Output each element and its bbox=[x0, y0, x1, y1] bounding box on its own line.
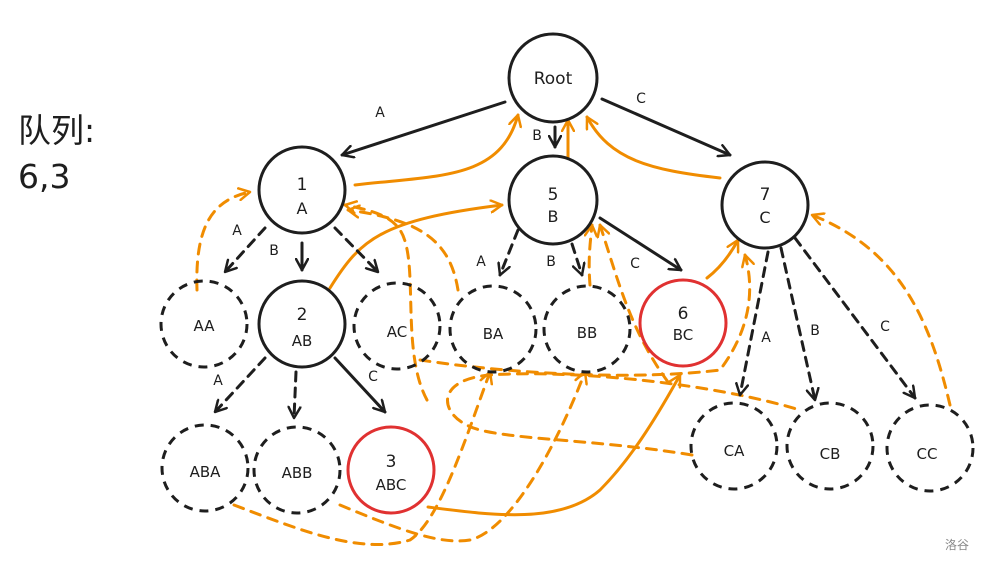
edge-label-1-AA: A bbox=[232, 223, 242, 239]
edge-2-3 bbox=[333, 356, 387, 414]
edge-1-AA bbox=[223, 226, 267, 274]
node-ABB: ABB bbox=[252, 425, 342, 515]
node-6: 6 BC bbox=[638, 278, 728, 368]
queue-label: 队列: bbox=[18, 111, 96, 150]
node-3: 3 ABC bbox=[346, 425, 436, 515]
node-CA: CA bbox=[689, 401, 779, 491]
fail-link-1-root bbox=[353, 113, 518, 187]
edge-root-1 bbox=[340, 100, 507, 155]
edge-root-7 bbox=[600, 97, 732, 155]
node-CC-label: CC bbox=[917, 445, 938, 463]
fail-link-7-root bbox=[585, 115, 722, 180]
edge-label-root-1: A bbox=[375, 105, 385, 121]
queue-values: 6,3 bbox=[18, 157, 71, 196]
node-7: 7 C bbox=[720, 160, 810, 250]
node-1-label: A bbox=[297, 199, 308, 218]
edge-5-6 bbox=[598, 216, 683, 272]
fail-link-AC-1 bbox=[346, 210, 460, 292]
node-AC-label: AC bbox=[387, 323, 407, 341]
node-2: 2 AB bbox=[257, 279, 347, 369]
fail-link-AB-B bbox=[328, 205, 504, 290]
watermark: 洛谷 bbox=[944, 538, 969, 552]
node-BA: BA bbox=[448, 284, 538, 374]
node-2-label: AB bbox=[292, 332, 313, 350]
node-7-label: C bbox=[759, 208, 770, 227]
fail-link-CA-A bbox=[446, 372, 802, 457]
node-ABB-label: ABB bbox=[282, 464, 313, 482]
node-7-number: 7 bbox=[760, 185, 771, 205]
fail-link-BC-BB bbox=[600, 223, 670, 384]
edge-7-CA bbox=[740, 250, 770, 397]
edge-label-7-CB: B bbox=[810, 323, 820, 339]
node-1: 1 A bbox=[257, 145, 347, 235]
edge-label-1-2: B bbox=[269, 243, 279, 259]
node-AA-label: AA bbox=[194, 317, 216, 335]
node-6-label: BC bbox=[673, 326, 694, 344]
node-BA-label: BA bbox=[483, 325, 504, 343]
node-AC: AC bbox=[352, 281, 442, 371]
node-ABA-label: ABA bbox=[190, 463, 222, 481]
node-root: Root bbox=[507, 32, 599, 124]
node-1-number: 1 bbox=[297, 175, 308, 195]
node-CB: CB bbox=[785, 401, 875, 491]
edge-label-7-CC: C bbox=[880, 319, 890, 335]
fail-link-AC-BC bbox=[418, 253, 750, 377]
node-3-number: 3 bbox=[386, 452, 397, 472]
edge-label-5-BA: A bbox=[476, 254, 486, 270]
node-CA-label: CA bbox=[724, 442, 745, 460]
fail-link-BC-C bbox=[705, 238, 740, 280]
fail-link-AA-A bbox=[195, 192, 252, 292]
node-CB-label: CB bbox=[820, 445, 841, 463]
node-2-number: 2 bbox=[297, 305, 308, 325]
edge-7-CC bbox=[793, 236, 917, 400]
edge-5-BA bbox=[500, 228, 520, 277]
node-6-number: 6 bbox=[678, 304, 689, 324]
node-5-number: 5 bbox=[548, 185, 559, 205]
edge-label-7-CA: A bbox=[761, 330, 771, 346]
fail-link-BA-1 bbox=[343, 205, 429, 402]
fail-link-CC-C bbox=[810, 215, 952, 407]
node-AA: AA bbox=[159, 279, 249, 369]
fail-link-ABA-BA bbox=[232, 370, 490, 547]
fail-link-ABB-BB bbox=[338, 370, 585, 543]
edge-5-BB bbox=[570, 242, 582, 277]
node-CC: CC bbox=[885, 403, 975, 493]
edge-label-root-5: B bbox=[532, 128, 542, 144]
node-BB: BB bbox=[542, 284, 632, 374]
queue-display: 队列: 6,3 bbox=[18, 108, 95, 200]
node-root-label: Root bbox=[534, 69, 573, 89]
edge-label-5-6: C bbox=[630, 256, 640, 272]
edge-label-5-BB: B bbox=[546, 254, 556, 270]
edge-2-ABA bbox=[213, 356, 267, 414]
fail-link-BB-5 bbox=[589, 223, 592, 287]
fail-link-ABC-BC bbox=[426, 373, 682, 517]
edge-7-CB bbox=[779, 246, 815, 402]
node-5: 5 B bbox=[507, 154, 599, 246]
edge-label-2-ABA: A bbox=[213, 373, 223, 389]
node-ABA: ABA bbox=[160, 423, 250, 513]
edge-label-2-3: C bbox=[368, 369, 378, 385]
node-5-label: B bbox=[548, 207, 559, 226]
edge-label-root-7: C bbox=[636, 91, 646, 107]
node-3-label: ABC bbox=[376, 476, 407, 494]
edge-1-AC bbox=[333, 226, 380, 274]
edge-2-ABB bbox=[294, 370, 296, 420]
node-BB-label: BB bbox=[577, 324, 598, 342]
